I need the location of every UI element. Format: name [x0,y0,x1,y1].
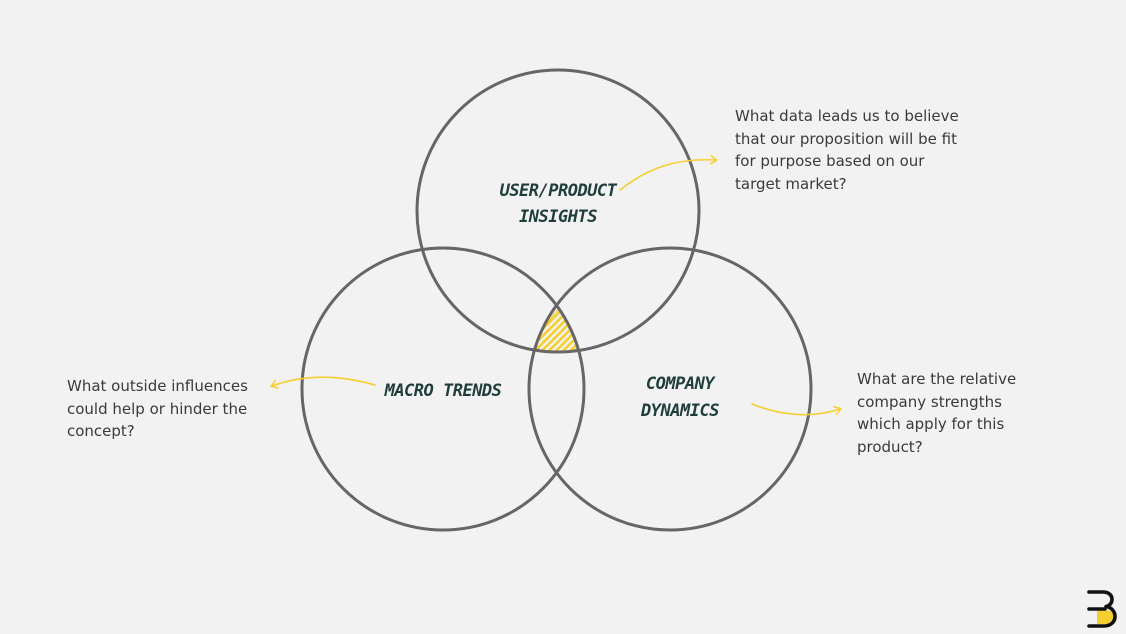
macro-trends-label: MACRO TRENDS [384,381,502,401]
user-product-label-line-2: INSIGHTS [519,207,597,227]
company-dynamics-label-line-1: COMPANY [646,374,716,394]
company-dynamics-label-line-2: DYNAMICS [640,401,719,421]
macro-trends-annotation: What outside influences could help or hi… [67,377,248,440]
user-product-circle [415,68,701,354]
company-dynamics-circle [527,246,813,532]
user-product-connector-arrow [619,155,718,191]
macro-trends-circle [300,246,586,532]
company-dynamics-connector-arrow [751,403,842,416]
macro-trends-connector-arrow [270,376,376,389]
brand-b-logo-icon [1087,590,1117,628]
user-product-annotation: What data leads us to believe that our p… [735,107,959,193]
user-product-label-line-1: USER/PRODUCT [500,181,618,201]
company-dynamics-annotation: What are the relative company strengths … [857,370,1017,456]
